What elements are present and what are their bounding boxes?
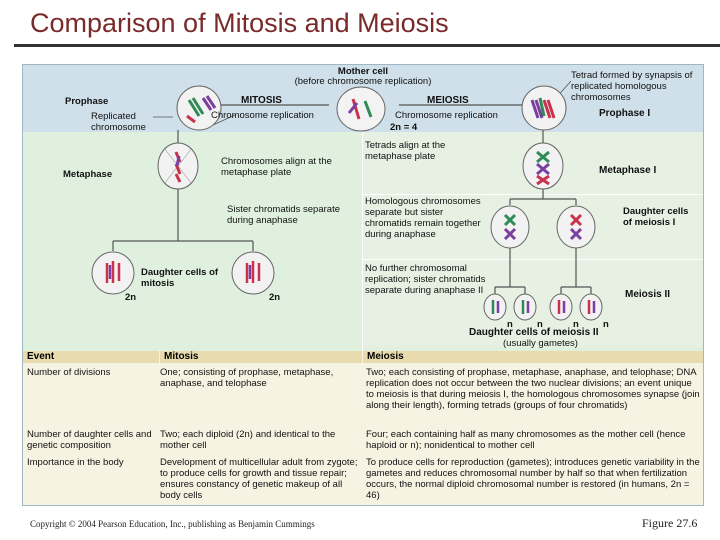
meiosis-ii-label: Meiosis II: [625, 289, 671, 300]
table-row-event: Number of daughter cells and genetic com…: [27, 429, 152, 451]
meiosis-ii-daughter-label: Daughter cells of meiosis II: [469, 327, 599, 338]
mother-cell-sublabel: (before chromosome replication): [294, 76, 432, 87]
table-row-meiosis: To produce cells for reproduction (gamet…: [366, 457, 700, 501]
table-row-event: Importance in the body: [27, 457, 124, 468]
ploidy-2n-label: 2n: [125, 292, 137, 303]
tetrad-label: Tetrad formed by synapsis of replicated …: [571, 70, 693, 103]
meiosis-metaphase-i-cell: [522, 142, 564, 190]
figure-number: Figure 27.6: [642, 516, 698, 530]
title-divider: [14, 44, 720, 47]
prophase-label: Prophase: [65, 96, 109, 107]
mitosis-metaphase-cell: [157, 142, 199, 190]
comparison-table: Event Mitosis Meiosis Number of division…: [23, 351, 703, 505]
table-row-mitosis: Development of multicellular adult from …: [160, 457, 358, 501]
mitosis-heading: MITOSIS: [241, 95, 282, 106]
copyright-notice: Copyright © 2004 Pearson Education, Inc.…: [30, 519, 315, 529]
table-row-mitosis: One; consisting of prophase, metaphase, …: [160, 367, 334, 389]
mitosis-daughter-cell: [91, 251, 135, 295]
mother-cell-label: Mother cell: [337, 66, 389, 77]
table-header-event: Event: [23, 351, 159, 363]
replicated-chromosome-label: Replicated chromosome: [91, 111, 146, 133]
prophase-i-label: Prophase I: [599, 108, 651, 119]
ploidy-label: 2n = 4: [390, 122, 418, 133]
meiosis-i-daughter-label: Daughter cells of meiosis I: [623, 206, 689, 228]
diagram-drawing: [91, 80, 603, 321]
haploid-label: n: [603, 319, 609, 330]
meiosis-ii-daughter-cell: [483, 293, 507, 321]
mitosis-replication-label: Chromosome replication: [211, 110, 314, 121]
mitosis-daughter-cell: [231, 251, 275, 295]
comparison-figure: Mother cell (before chromosome replicati…: [22, 64, 704, 506]
no-further-replication-label: No further chromosomal replication; sist…: [365, 263, 486, 296]
chromosomes-align-label: Chromosomes align at the metaphase plate: [221, 156, 332, 178]
mitosis-daughter-label: Daughter cells of mitosis: [141, 267, 219, 289]
ploidy-2n-label: 2n: [269, 292, 281, 303]
table-header-mitosis: Mitosis: [160, 351, 362, 363]
table-row-meiosis: Four; each containing half as many chrom…: [366, 429, 686, 451]
connector-lines: [112, 104, 592, 297]
sister-chromatids-label: Sister chromatids separate during anapha…: [227, 204, 340, 226]
column-separator: [362, 132, 363, 352]
meiosis-replication-label: Chromosome replication: [395, 110, 498, 121]
row-separator: [363, 259, 703, 260]
meiosis-ii-daughter-cell: [579, 293, 603, 321]
meiosis-i-daughter-cell: [490, 205, 530, 249]
gametes-label: (usually gametes): [503, 338, 578, 349]
table-row-mitosis: Two; each diploid (2n) and identical to …: [160, 429, 336, 451]
metaphase-i-label: Metaphase I: [599, 165, 657, 176]
haploid-label: n: [537, 319, 543, 330]
meiosis-ii-daughter-cell: [513, 293, 537, 321]
table-row-event: Number of divisions: [27, 367, 111, 378]
haploid-label: n: [507, 319, 513, 330]
meiosis-heading: MEIOSIS: [427, 95, 469, 106]
metaphase-label: Metaphase: [63, 169, 113, 180]
meiosis-ii-daughter-cell: [549, 293, 573, 321]
homologous-separate-label: Homologous chromosomes separate but sist…: [365, 196, 481, 240]
tetrads-align-label: Tetrads align at the metaphase plate: [365, 140, 446, 162]
mother-cell: [336, 86, 386, 132]
page-title: Comparison of Mitosis and Meiosis: [30, 8, 449, 38]
meiosis-i-daughter-cell: [556, 205, 596, 249]
haploid-label: n: [573, 319, 579, 330]
table-row-meiosis: Two; each consisting of prophase, metaph…: [366, 367, 700, 411]
table-header-meiosis: Meiosis: [363, 351, 703, 363]
meiosis-prophase-cell: [521, 85, 567, 131]
row-separator: [363, 194, 703, 195]
mitosis-prophase-cell: [176, 85, 222, 131]
